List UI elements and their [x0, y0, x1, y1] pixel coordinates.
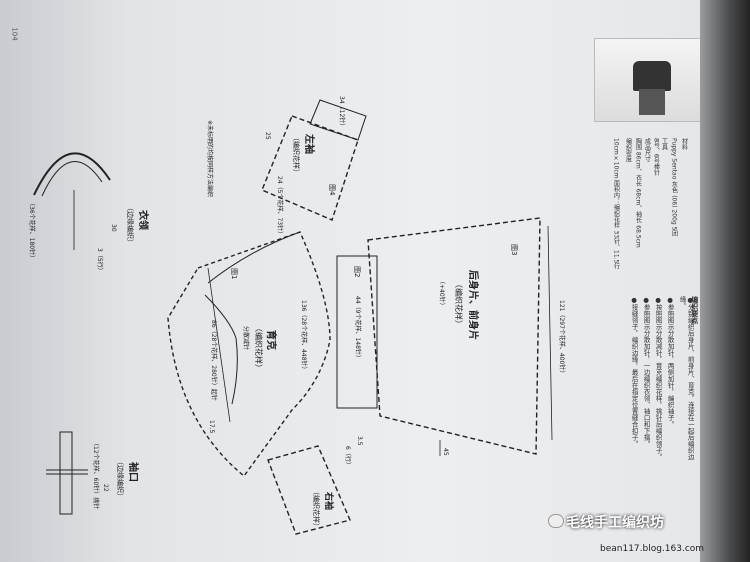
yoke-chart: 图1 — [230, 268, 238, 279]
yoke-note: 分散减针 — [242, 326, 250, 350]
dim-86: 86（28个花样、280针）起针 — [210, 320, 218, 401]
cuff-dim1: 22 — [102, 484, 109, 492]
method-line-1: ●分别编织后身片、前身片、育克，连接在一起后编织边缘。 — [678, 296, 695, 460]
left-sleeve-sub: （编织花样） — [292, 134, 301, 176]
cuff-sub: （边缘编织） — [116, 458, 125, 500]
left-sleeve-outline — [261, 115, 359, 221]
gauge-label: 编织密度 — [624, 138, 632, 162]
left-sleeve-title: 左袖 — [303, 133, 316, 154]
collar-sub: （边缘编织） — [126, 204, 135, 246]
size-label: 成品尺寸 — [643, 138, 651, 162]
materials-block: 材料 — [680, 138, 688, 278]
right-sleeve-sub: （编织花样） — [312, 488, 321, 530]
cuff-title: 袖口 — [127, 461, 140, 482]
chart-label-3: 图3 — [510, 244, 518, 255]
collar-inner-arc — [41, 161, 103, 197]
side-note: ※未标明的均按同样方法编织 — [206, 120, 214, 197]
book-spine — [700, 0, 750, 562]
dim-24: 24（5个花样、73针） — [276, 176, 284, 237]
dim-6: 6（行） — [344, 446, 352, 468]
dim-45: 45 — [442, 448, 449, 456]
dim-121: 121（297个花样、400针） — [558, 300, 566, 376]
back-title: 后身片、前身片 — [467, 270, 480, 340]
collar-dim2: （36个花样、180针） — [28, 200, 36, 261]
collar-dim1: 30 — [110, 224, 117, 232]
watermark-url: bean117.blog.163.com — [600, 544, 705, 554]
watermark-text: 毛线手工编织坊 — [566, 515, 664, 531]
method-line-4: ●参照图示分散加针，一边编织衣领、袖口和下摆。 — [642, 296, 651, 447]
dim-136: 136（28个花样、448针） — [300, 300, 308, 373]
dim-line-86 — [207, 267, 231, 423]
dim-line-121 — [547, 225, 553, 441]
pattern-diagram: 图3 图2 后身片、前身片 （编织花样） （+40针） 图1 育克 （编织花样）… — [0, 0, 720, 562]
dim-34: 34（12针） — [338, 96, 346, 129]
dim-25: 25 — [264, 132, 271, 140]
right-sleeve-title: 右袖 — [323, 491, 335, 510]
collar-dim3: 3（5行） — [96, 248, 104, 274]
back-note: （+40针） — [438, 278, 446, 309]
body-piece-outline — [367, 217, 541, 455]
yoke-neck-curve — [204, 294, 238, 405]
photo-figure-bottom — [639, 89, 665, 115]
cuff-dim2: （12个花样、60针）挑针 — [92, 440, 100, 509]
wechat-icon — [548, 514, 564, 528]
dim-44: 44（9个花样、148针） — [354, 296, 362, 361]
back-sub: （编织花样） — [454, 280, 464, 328]
yoke-title: 育克 — [265, 330, 278, 350]
method-line-2: ●参照图示分散加针，两侧加针，编织袖子。 — [666, 296, 675, 428]
tools-label: 工具 — [660, 138, 668, 150]
left-sleeve-strip — [309, 99, 367, 141]
cuff-rect — [59, 431, 73, 515]
method-line-3: ●按照图示分散减针，育克编织花样，挑针后编织领子。 — [654, 296, 663, 460]
model-photo — [594, 38, 706, 122]
dim-3-5: 3.5 — [356, 436, 363, 446]
size-text: 胸围 86cm、衣长 68cm、袖长 68.5cm — [634, 138, 642, 248]
chart-label-2: 图2 — [353, 266, 361, 277]
yoke-outline — [167, 231, 331, 478]
left-sleeve-chart: 图4 — [328, 184, 336, 196]
yoke-sub: （编织花样） — [254, 324, 264, 372]
materials-text: Puppy Sentao 灰色 (06) 200g 5团 — [670, 138, 678, 237]
method-line-5: ●接缝领子，编织边缘，最后在指定位置缝合扣子。 — [630, 296, 639, 447]
yoke-inner-curve — [207, 231, 301, 284]
book-page: 104 材料 Puppy Sentao 灰色 (06) 200g 5团 工具 8… — [0, 0, 720, 562]
materials-label: 材料 — [680, 138, 688, 150]
collar-outer-arc — [33, 152, 111, 196]
photo-figure-top — [633, 61, 671, 91]
dim-17-5: 17.5 — [208, 420, 215, 434]
right-sleeve-outline — [267, 445, 351, 535]
tools-text: 8号、6号棒针 — [652, 138, 660, 176]
collar-title: 衣领 — [137, 210, 150, 230]
method-title: 编织要点 — [690, 296, 699, 324]
gauge-text: 10cm×10cm 面积内：编织花样 33针、11.5行 — [612, 138, 620, 270]
body-side-strip — [336, 255, 378, 409]
